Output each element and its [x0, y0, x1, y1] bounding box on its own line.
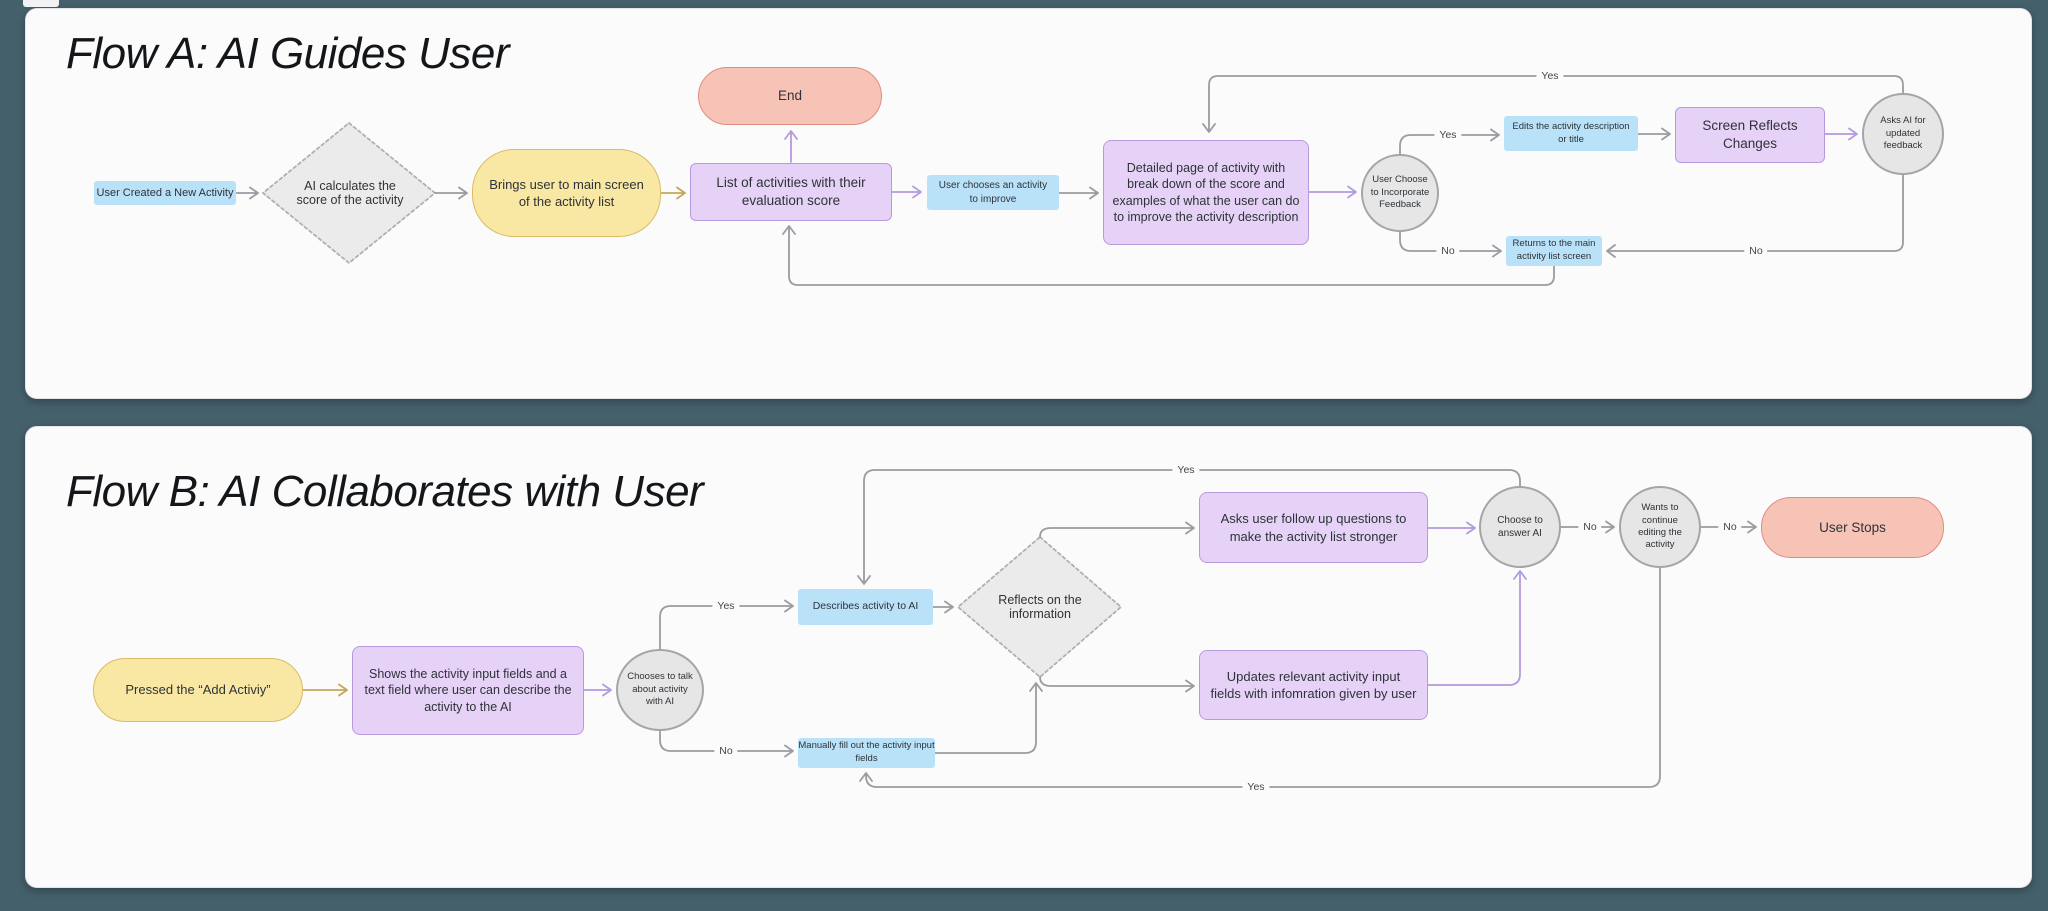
node-list-of-activities[interactable]: List of activities with their evaluation…: [690, 163, 892, 221]
node-chooses-talk-ai[interactable]: Chooses to talk about activity with AI: [616, 649, 704, 731]
node-end[interactable]: End: [698, 67, 882, 125]
node-wants-continue-editing[interactable]: Wants to continue editing the activity: [1619, 486, 1701, 568]
node-choose-answer-ai[interactable]: Choose to answer AI: [1479, 486, 1561, 568]
node-ai-calculates-score[interactable]: AI calculates the score of the activity: [296, 179, 404, 207]
edge-label-no-choose-b: No: [1578, 520, 1602, 534]
edge-label-no-branch-a: No: [1436, 244, 1460, 258]
edge-label-no-wants-b: No: [1718, 520, 1742, 534]
flow-b-title: Flow B: AI Collaborates with User: [66, 467, 704, 516]
flow-a-title: Flow A: AI Guides User: [66, 29, 510, 78]
edge-label-no-return-a: No: [1744, 244, 1768, 258]
node-reflects-information[interactable]: Reflects on the information: [998, 593, 1082, 621]
corner-tab: [23, 0, 59, 7]
node-returns-main-list[interactable]: Returns to the main activity list screen: [1506, 236, 1602, 266]
edge-label-yes-bottom-b: Yes: [1242, 780, 1270, 794]
node-updates-input-fields[interactable]: Updates relevant activity input fields w…: [1199, 650, 1428, 720]
node-asks-followup-questions[interactable]: Asks user follow up questions to make th…: [1199, 492, 1428, 563]
node-user-chooses-activity[interactable]: User chooses an activity to improve: [927, 175, 1059, 210]
node-manually-fill-fields[interactable]: Manually fill out the activity input fie…: [798, 738, 935, 768]
node-user-choose-incorporate[interactable]: User Choose to Incorporate Feedback: [1361, 154, 1439, 232]
node-pressed-add-activity[interactable]: Pressed the “Add Activiy”: [93, 658, 303, 722]
edge-label-yes-top-loop-b: Yes: [1172, 463, 1200, 477]
node-describes-activity-ai[interactable]: Describes activity to AI: [798, 589, 933, 625]
edge-label-no-talk-b: No: [714, 744, 738, 758]
node-user-created-activity[interactable]: User Created a New Activity: [94, 181, 236, 205]
node-brings-user-main-screen[interactable]: Brings user to main screen of the activi…: [472, 149, 661, 237]
node-edits-description[interactable]: Edits the activity description or title: [1504, 116, 1638, 151]
node-screen-reflects-changes[interactable]: Screen Reflects Changes: [1675, 107, 1825, 163]
edge-label-yes-talk-b: Yes: [712, 599, 740, 613]
node-asks-ai-feedback[interactable]: Asks AI for updated feedback: [1862, 93, 1944, 175]
node-user-stops[interactable]: User Stops: [1761, 497, 1944, 558]
edge-label-yes-top-loop-a: Yes: [1536, 69, 1564, 83]
node-shows-input-fields[interactable]: Shows the activity input fields and a te…: [352, 646, 584, 735]
node-detailed-page[interactable]: Detailed page of activity with break dow…: [1103, 140, 1309, 245]
edge-label-yes-branch-a: Yes: [1434, 128, 1462, 142]
